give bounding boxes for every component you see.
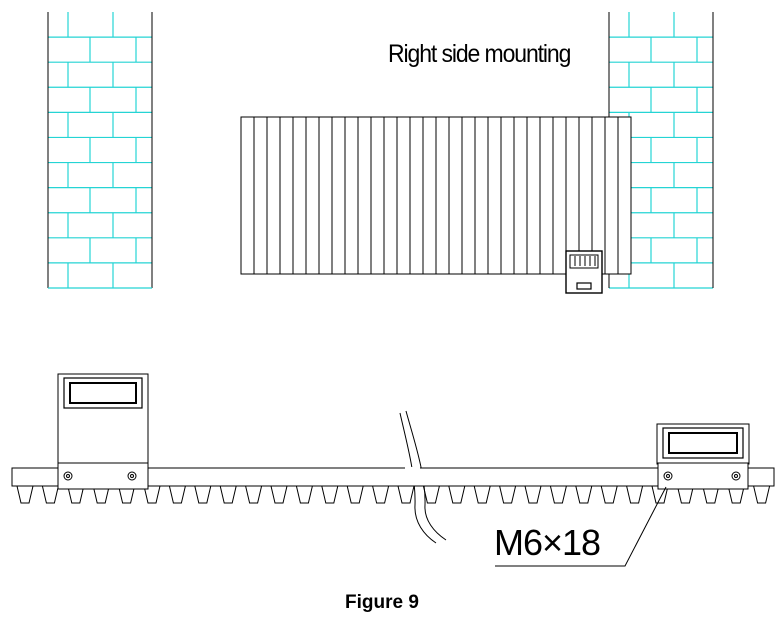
- bolt-head: [666, 474, 670, 478]
- bolt-size-label: M6×18: [494, 522, 601, 563]
- gate-motor: [565, 250, 603, 294]
- right-rack-bracket: [656, 423, 750, 490]
- motor-slot: [576, 282, 592, 290]
- sliding-gate-leaf: [240, 116, 632, 275]
- bolt-hole: [127, 471, 137, 481]
- bolt-head: [66, 474, 70, 478]
- diagram-title: Right side mounting: [388, 40, 571, 68]
- cable-wire: [405, 410, 447, 541]
- bracket-slot-inner: [69, 382, 137, 404]
- bolt-hole: [663, 471, 673, 481]
- motor-top-plate: [569, 254, 599, 269]
- bolt-head: [734, 474, 738, 478]
- left-brick-pillar: [47, 12, 713, 289]
- motor-housing: [565, 250, 603, 294]
- bolt-hole: [63, 471, 73, 481]
- bolt-hole: [731, 471, 741, 481]
- gear-rack: [11, 467, 775, 504]
- bolt-head: [130, 474, 134, 478]
- figure-caption: Figure 9: [345, 592, 419, 613]
- cable-wire: [399, 412, 437, 544]
- bracket-slot-inner: [668, 432, 738, 454]
- left-rack-bracket: [57, 373, 149, 490]
- bolt-leader-line: [495, 486, 667, 567]
- power-cable: [399, 410, 447, 544]
- leader-line: [495, 486, 667, 567]
